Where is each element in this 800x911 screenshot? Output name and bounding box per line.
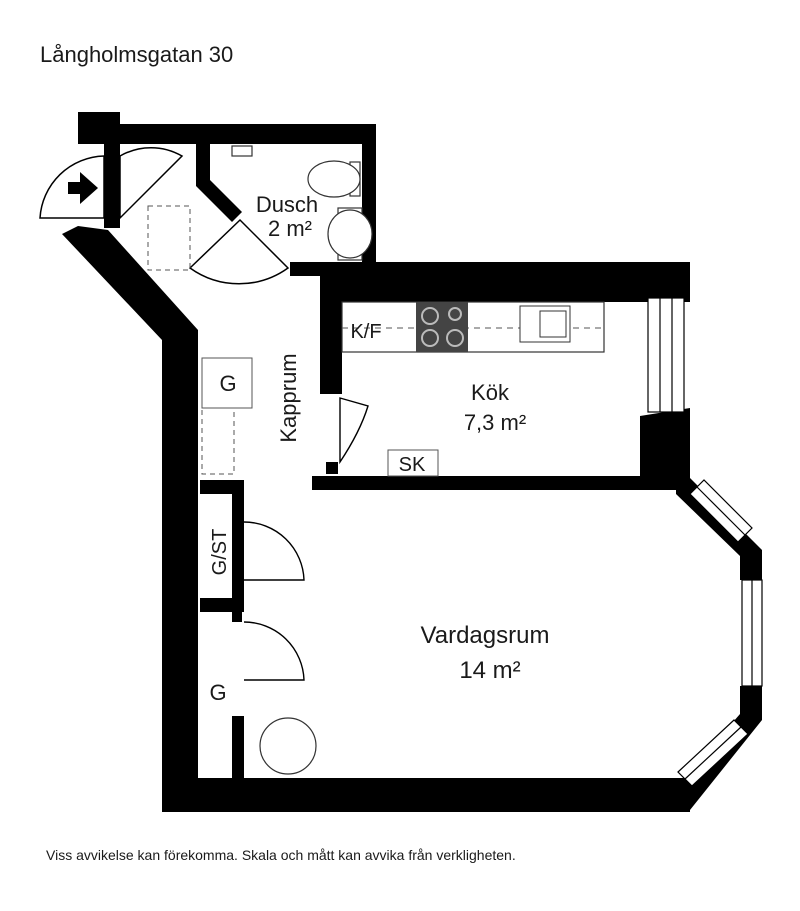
closet-door-gst[interactable] <box>243 521 305 581</box>
room-name-kok: Kök <box>471 380 510 405</box>
entrance-arrow-icon <box>68 172 98 204</box>
dashed-storage <box>147 205 235 475</box>
entrance-door[interactable] <box>39 146 184 220</box>
room-name-dusch: Dusch <box>256 192 318 217</box>
label-sk: SK <box>399 454 426 476</box>
room-name-kapprum: Kapprum <box>276 353 301 442</box>
kitchen-counter <box>341 301 605 353</box>
room-name-vardagsrum: Vardagsrum <box>421 622 550 649</box>
label-g-upper: G <box>219 371 236 396</box>
round-table <box>259 717 317 775</box>
room-area-vardagsrum: 14 m² <box>459 657 520 684</box>
walls <box>62 112 762 812</box>
closet-door-g[interactable] <box>243 621 305 681</box>
windows <box>647 297 763 787</box>
bathroom-door[interactable] <box>188 218 290 285</box>
plan-title: Långholmsgatan 30 <box>40 42 234 67</box>
label-gst: G/ST <box>209 529 231 576</box>
bathroom-fixtures <box>231 145 373 261</box>
label-g-lower: G <box>209 680 226 705</box>
disclaimer: Viss avvikelse kan förekomma. Skala och … <box>46 847 516 863</box>
room-area-kok: 7,3 m² <box>464 410 526 435</box>
room-area-dusch: 2 m² <box>268 216 312 241</box>
kitchen-door[interactable] <box>339 397 369 465</box>
label-kf: K/F <box>350 321 381 343</box>
